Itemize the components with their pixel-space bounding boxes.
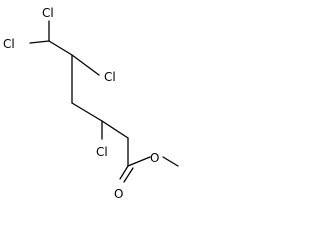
chlorine-label-low: Cl bbox=[96, 145, 108, 159]
chlorine-label-top: Cl bbox=[42, 6, 54, 20]
bond-c4-c5 bbox=[101, 120, 129, 139]
bond-c6-o-ester bbox=[127, 156, 151, 167]
bond-c1-c2 bbox=[48, 40, 73, 56]
bond-c2-cl-mid bbox=[71, 54, 100, 76]
chlorine-label-left: Cl bbox=[3, 37, 15, 51]
oxygen-label-carbonyl: O bbox=[114, 187, 123, 201]
bond-o-ester-ch3 bbox=[162, 156, 179, 167]
molecule-canvas: Cl Cl Cl Cl O O bbox=[3, 6, 179, 201]
structure-diagram: Cl Cl Cl Cl O O bbox=[3, 6, 179, 201]
oxygen-label-ester: O bbox=[150, 151, 159, 165]
bond-c6-o-carbonyl-b bbox=[123, 167, 134, 183]
bond-c6-o-carbonyl-a bbox=[119, 165, 129, 180]
bond-c3-c4 bbox=[71, 102, 103, 122]
chlorine-label-mid: Cl bbox=[104, 70, 116, 84]
bond-c1-cl-left bbox=[29, 40, 50, 44]
